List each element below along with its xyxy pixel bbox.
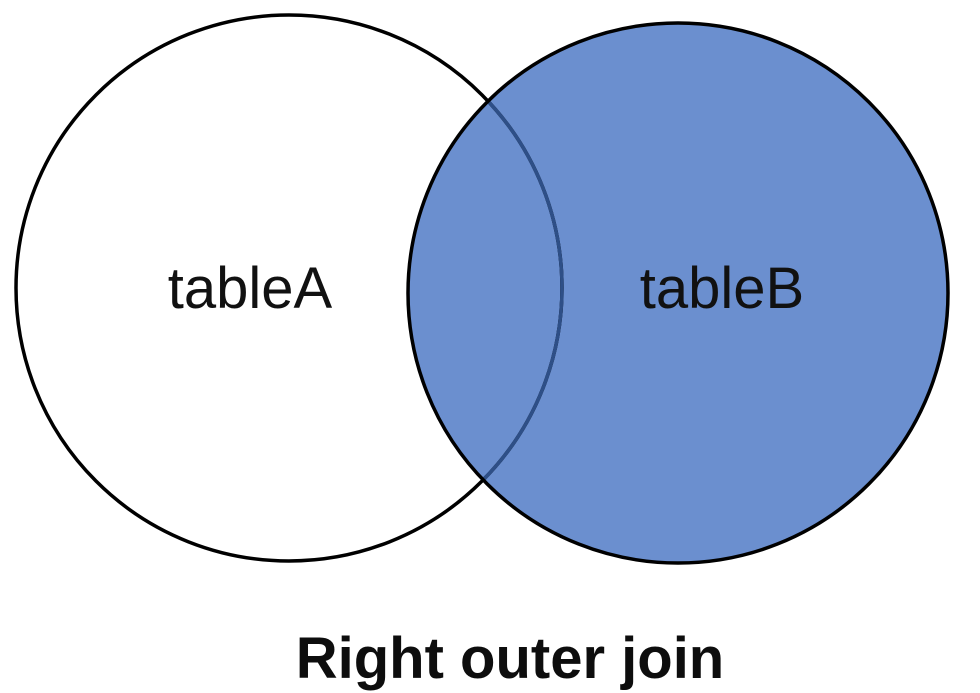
- table-b-outline: [406, 21, 950, 565]
- diagram-caption: Right outer join: [296, 626, 725, 691]
- table-a-label: tableA: [168, 256, 333, 321]
- intersection-arc: [408, 23, 564, 563]
- table-b-label: tableB: [640, 256, 804, 321]
- table-b-circle: [408, 23, 948, 563]
